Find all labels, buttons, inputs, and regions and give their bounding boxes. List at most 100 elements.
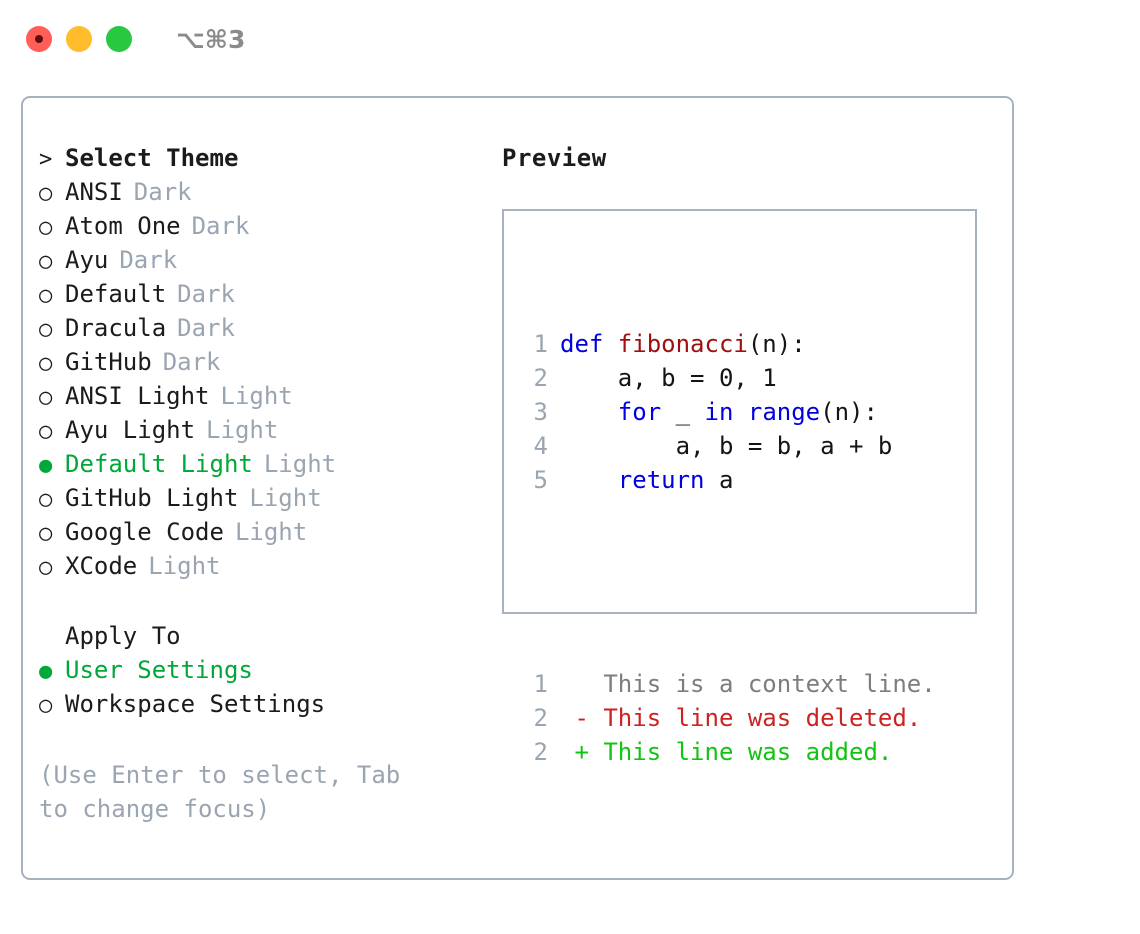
theme-list-item[interactable]: ○ ANSI Light Light: [39, 382, 469, 416]
code-token: [560, 466, 618, 494]
keyboard-hint-text: (Use Enter to select, Tab to change focu…: [39, 761, 401, 823]
maximize-window-button[interactable]: [106, 26, 132, 52]
apply-to-list: ●User Settings ○ Workspace Settings: [39, 656, 469, 724]
select-theme-title: Select Theme: [65, 144, 239, 172]
radio-unselected-icon: ○: [39, 215, 53, 240]
list-spacer: [39, 586, 469, 622]
theme-list-item[interactable]: ○ GitHub Dark: [39, 348, 469, 382]
theme-category: Dark: [162, 348, 221, 376]
radio-unselected-icon: ○: [39, 317, 53, 342]
diff-line-content: This line was added.: [603, 738, 893, 766]
code-token: [560, 398, 618, 426]
radio-unselected-icon: ○: [39, 181, 53, 206]
diff-sign: [560, 667, 603, 701]
radio-unselected-icon: ○: [39, 351, 53, 376]
theme-category: Light: [249, 484, 322, 512]
theme-category: Light: [206, 416, 279, 444]
code-line-content: a, b = b, a + b: [560, 429, 893, 463]
minimize-window-button[interactable]: [66, 26, 92, 52]
code-token: [733, 398, 747, 426]
theme-name: Default: [65, 280, 167, 308]
code-line-number: 5: [533, 466, 548, 494]
radio-selected-icon: ●: [39, 659, 53, 684]
code-token: (n):: [820, 398, 878, 426]
code-line-number: 1: [533, 330, 548, 358]
theme-name: GitHub: [65, 348, 152, 376]
theme-category: Light: [148, 552, 221, 580]
code-token: a: [704, 466, 734, 494]
theme-name: ANSI Light: [65, 382, 210, 410]
diff-sign: -: [560, 704, 604, 732]
apply-to-option[interactable]: ○ Workspace Settings: [39, 690, 469, 724]
theme-category: Light: [220, 382, 293, 410]
diff-line-content: This is a context line.: [603, 670, 936, 698]
diff-line: 2 - This line was deleted.: [518, 701, 936, 735]
apply-to-label: Workspace Settings: [65, 690, 326, 718]
diff-line: 1 This is a context line.: [518, 667, 936, 701]
theme-category: Dark: [133, 178, 192, 206]
radio-selected-icon: ●: [39, 453, 53, 478]
code-line: 3 for _ in range(n):: [518, 395, 936, 429]
code-diff-separator: [518, 565, 936, 599]
code-line-content: return a: [560, 463, 734, 497]
code-token: return: [617, 466, 705, 494]
close-window-button[interactable]: [26, 26, 52, 52]
theme-name: Default Light: [65, 450, 253, 478]
code-token: for: [617, 398, 662, 426]
theme-category: Dark: [177, 314, 235, 342]
code-token: (n):: [747, 330, 806, 358]
code-token: def: [560, 330, 618, 358]
keyboard-shortcut-label: ⌥⌘3: [176, 24, 246, 54]
code-line-number: 4: [533, 432, 548, 460]
radio-unselected-icon: ○: [39, 283, 53, 308]
radio-unselected-icon: ○: [39, 521, 53, 546]
code-line-content: for _ in range(n):: [560, 395, 878, 429]
theme-name: Atom One: [65, 212, 181, 240]
title-bar: ⌥⌘3: [0, 0, 1140, 78]
prompt-caret-icon: >: [39, 147, 53, 172]
code-line-content: a, b = 0, 1: [560, 361, 777, 395]
theme-name: Ayu Light: [65, 416, 196, 444]
code-line-content: def fibonacci(n):: [560, 327, 806, 361]
theme-list-item[interactable]: ○ Atom One Dark: [39, 212, 469, 246]
diff-line-number: 1: [533, 670, 548, 698]
code-token: fibonacci: [617, 330, 748, 358]
code-token: a, b = 0, 1: [560, 364, 777, 392]
diff-line-number: 2: [533, 738, 548, 766]
diff-line-number: 2: [533, 704, 548, 732]
code-token: _: [661, 398, 705, 426]
radio-unselected-icon: ○: [39, 693, 53, 718]
theme-name: XCode: [65, 552, 138, 580]
theme-list-item[interactable]: ○ Dracula Dark: [39, 314, 469, 348]
code-line: 2 a, b = 0, 1: [518, 361, 936, 395]
radio-unselected-icon: ○: [39, 385, 53, 410]
diff-line-content: This line was deleted.: [603, 704, 922, 732]
apply-to-option[interactable]: ●User Settings: [39, 656, 469, 690]
theme-category: Dark: [119, 246, 178, 274]
code-token: range: [747, 398, 821, 426]
theme-category: Dark: [191, 212, 250, 240]
code-token: in: [704, 398, 734, 426]
code-line-number: 2: [533, 364, 548, 392]
diff-line-list: 1 This is a context line.2 - This line w…: [518, 667, 936, 769]
theme-name: Dracula: [65, 314, 167, 342]
apply-to-header: Apply To: [65, 622, 181, 650]
diff-line: 2 + This line was added.: [518, 735, 936, 769]
theme-category: Light: [234, 518, 308, 546]
theme-name: Ayu: [65, 246, 109, 274]
code-token: a, b = b, a + b: [560, 432, 893, 460]
